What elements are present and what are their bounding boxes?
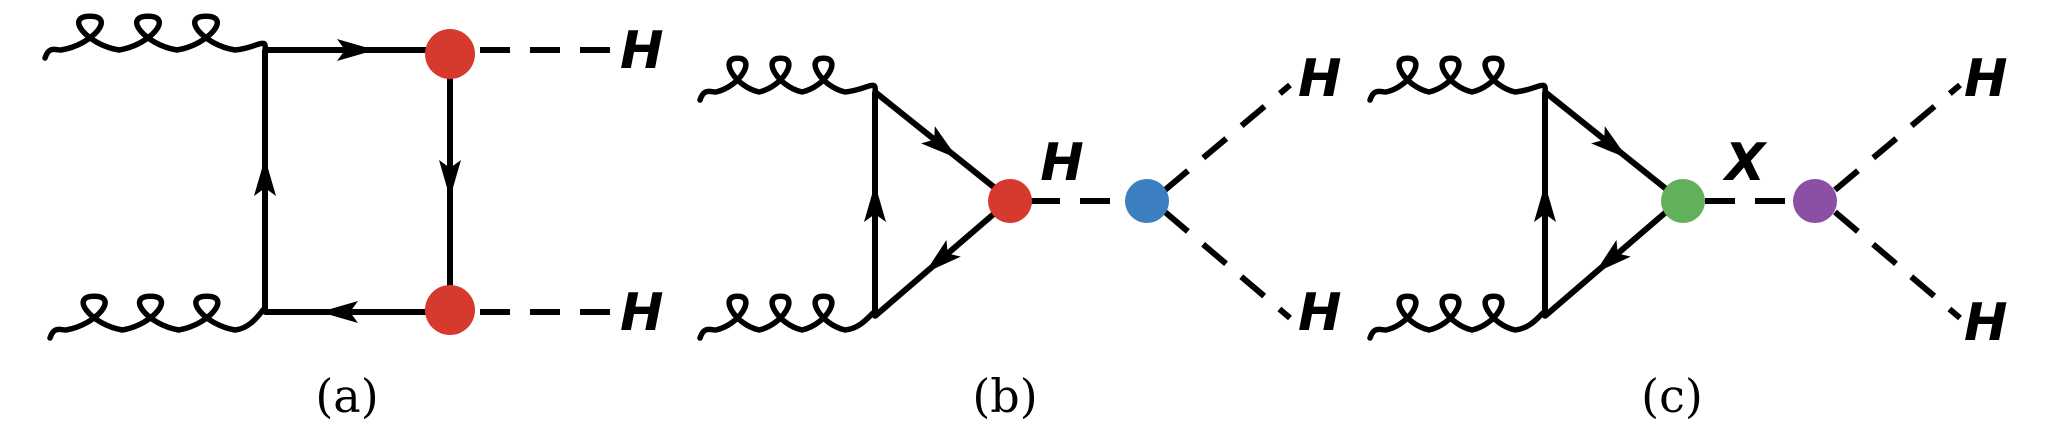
fermion-arrow-b-lower [924,239,961,274]
vertex-c-triangle [1661,179,1705,223]
vertex-b-triangle [988,179,1032,223]
higgs-label-a-bottom: H [620,283,664,343]
fermion-arrow-a-right [439,160,461,198]
higgs-line-b-lower [1163,209,1292,321]
fermion-arrow-a-top [337,39,375,61]
diagram-a: H H (a) [42,13,664,423]
caption-a: (a) [315,369,378,423]
vertex-b-trilinear [1125,179,1169,223]
vertex-a-bottom [425,285,475,335]
gluon-b-bottom [697,293,878,341]
vertex-a-top [425,29,475,79]
higgs-line-b-upper [1163,82,1292,193]
gluon-a-bottom [47,293,268,341]
higgs-label-a-top: H [620,21,664,81]
fermion-arrow-a-bottom [320,301,358,323]
vertex-c-decay [1793,179,1837,223]
gluon-b-top [697,55,878,103]
higgs-label-c-bottom: H [1964,293,2008,353]
caption-b: (b) [972,369,1037,423]
resonance-label-c: X [1722,133,1768,193]
fermion-arrow-b-upper [921,126,958,159]
higgs-line-c-lower [1833,209,1962,321]
fermion-arrow-b-left [864,184,886,222]
higgs-label-c-top: H [1964,49,2008,109]
fermion-arrow-a-left [254,158,276,196]
diagram-c: X H H (c) [1367,49,2008,423]
gluon-a-top [42,13,268,61]
gluon-c-top [1367,55,1548,103]
higgs-label-b-top: H [1298,49,1342,109]
gluon-c-bottom [1367,293,1548,341]
higgs-label-b-bottom: H [1298,283,1342,343]
fermion-arrow-c-left [1534,184,1556,222]
higgs-label-b-propagator: H [1040,133,1084,193]
fermion-arrow-c-upper [1591,126,1628,159]
caption-c: (c) [1641,369,1703,423]
fermion-arrow-c-lower [1594,239,1631,274]
diagram-b: H H H (b) [697,49,1342,423]
higgs-line-c-upper [1833,82,1962,193]
